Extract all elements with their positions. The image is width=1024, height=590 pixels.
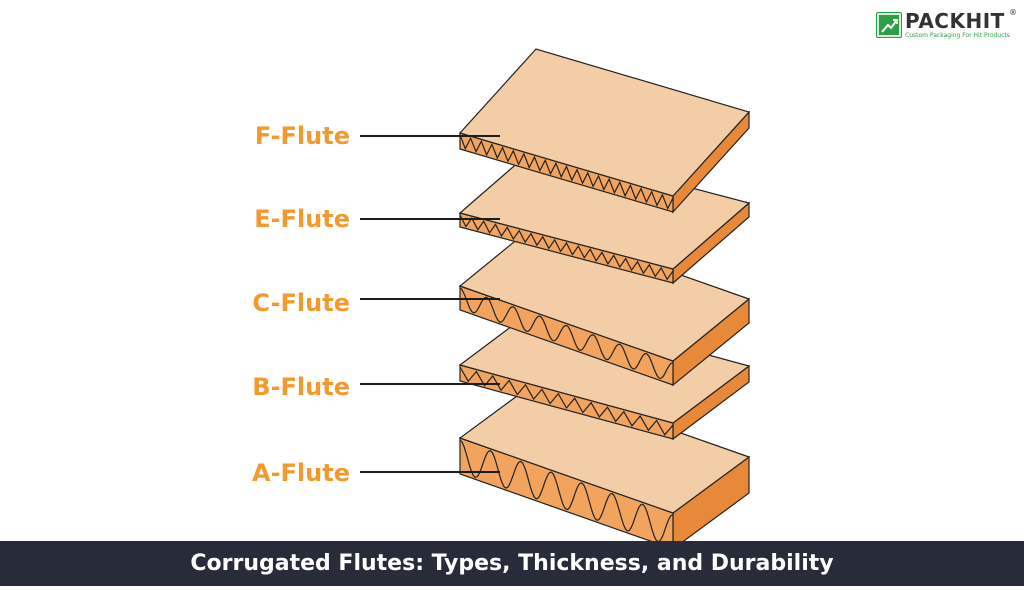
board-e-flute [458, 146, 751, 285]
leader-line-b-flute [360, 383, 500, 385]
logo: PACKHIT ® Custom Packaging For Hit Produ… [876, 8, 1017, 44]
label-b-flute: B-Flute [252, 373, 350, 401]
logo-tagline: Custom Packaging For Hit Products [905, 32, 1010, 39]
footer-banner: Corrugated Flutes: Types, Thickness, and… [0, 541, 1024, 586]
logo-name: PACKHIT [905, 9, 1005, 33]
leader-line-e-flute [360, 218, 500, 220]
board-b-flute-wave [459, 366, 674, 436]
leader-line-f-flute [360, 135, 500, 137]
registered-mark: ® [1009, 8, 1017, 17]
label-e-flute: E-Flute [254, 205, 350, 233]
board-f-flute-wave [459, 134, 674, 210]
board-c-top-face [458, 223, 751, 362]
board-e-flute-wave [459, 214, 674, 281]
board-a-flute [458, 381, 751, 551]
leader-line-c-flute [360, 298, 500, 300]
board-c-flute-wave [459, 287, 674, 379]
board-f-flute [458, 48, 751, 214]
label-a-flute: A-Flute [252, 459, 350, 487]
footer-title: Corrugated Flutes: Types, Thickness, and… [190, 551, 834, 576]
label-f-flute: F-Flute [254, 122, 350, 150]
packhit-logo-icon [876, 12, 902, 38]
board-e-top-face [458, 146, 751, 270]
board-a-flute-wave [459, 439, 674, 543]
board-f-top-face [458, 48, 751, 197]
board-c-flute [458, 223, 751, 387]
board-a-top-face [458, 381, 751, 514]
leader-line-a-flute [360, 471, 500, 473]
label-c-flute: C-Flute [252, 289, 350, 317]
